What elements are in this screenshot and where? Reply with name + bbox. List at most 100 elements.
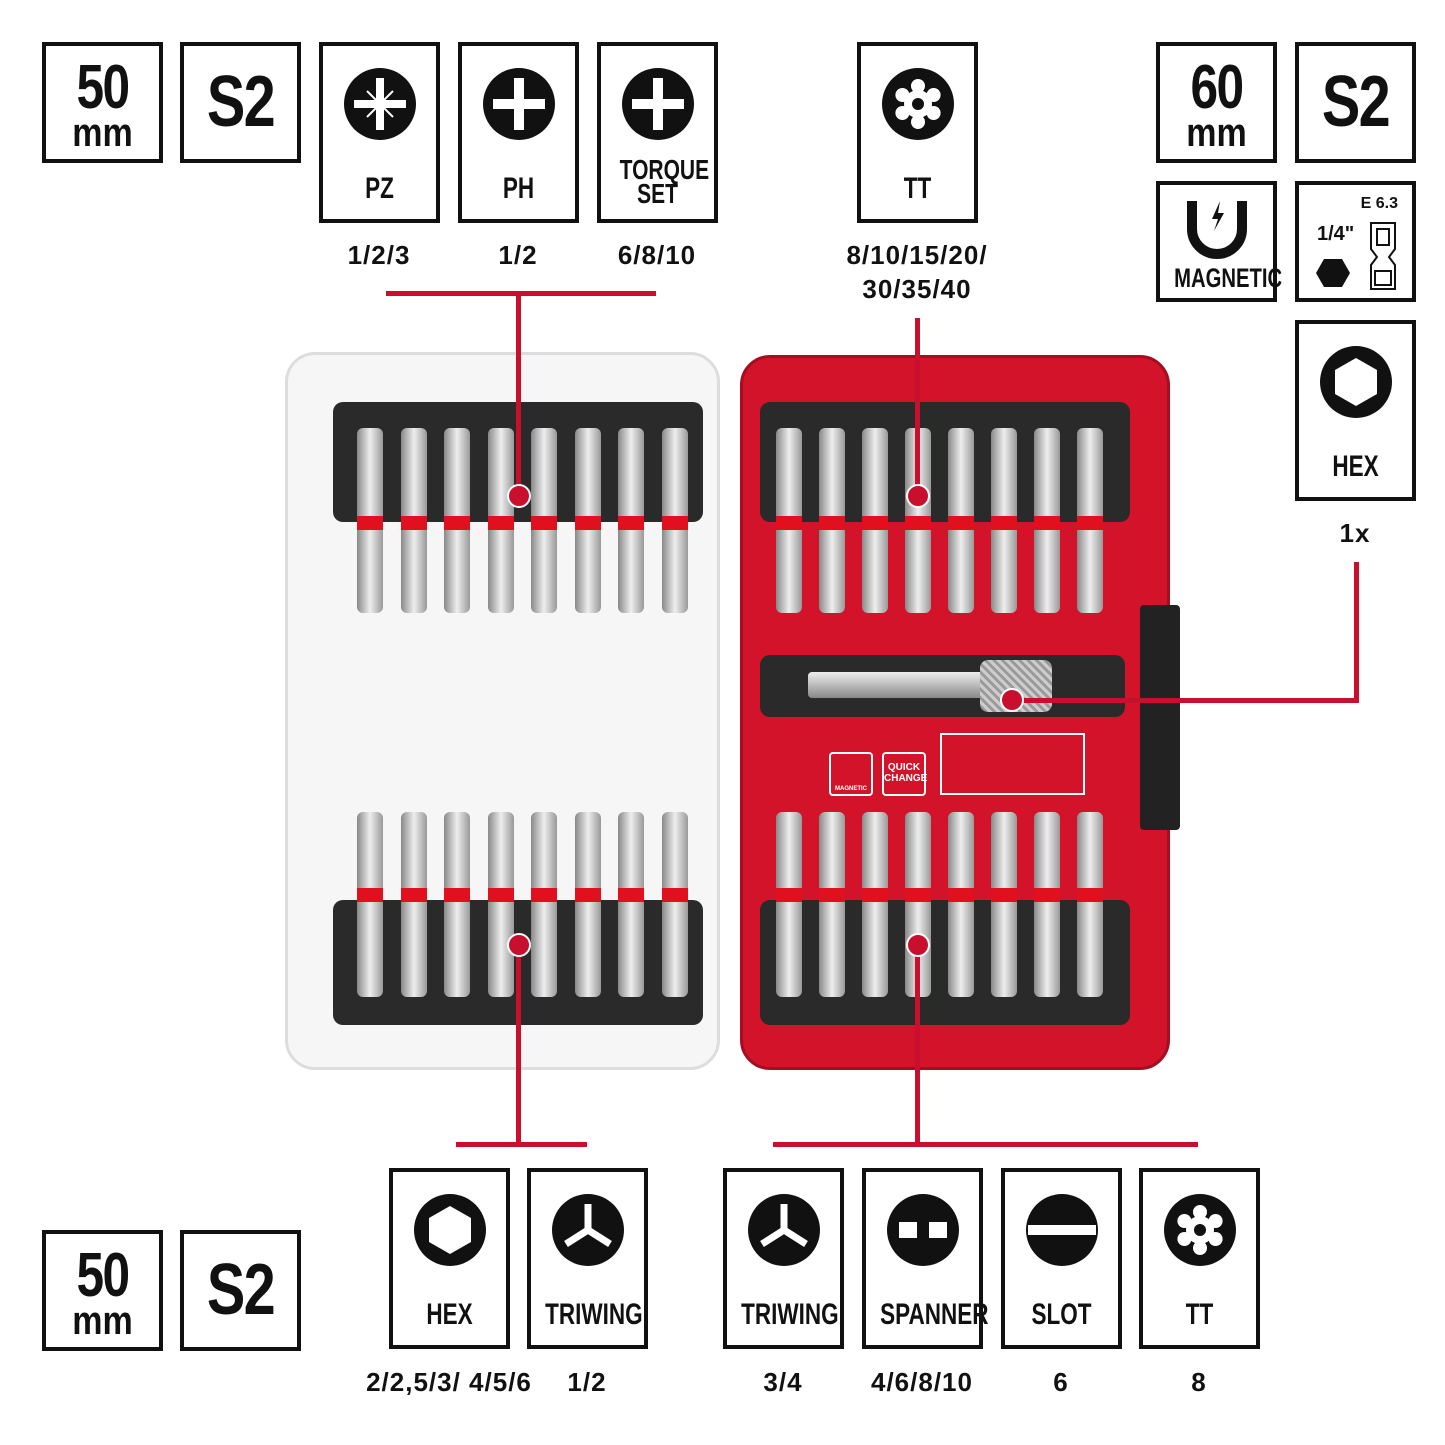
bit bbox=[776, 812, 802, 997]
bit-type-label: TORQUE SET bbox=[619, 154, 710, 209]
torque-set-icon bbox=[621, 68, 694, 140]
bit bbox=[487, 812, 514, 997]
bit-type-label: HEX bbox=[426, 1298, 473, 1331]
bit bbox=[1034, 812, 1060, 997]
bit-red-band bbox=[574, 888, 601, 902]
bit-red-band bbox=[618, 888, 644, 902]
triwing-icon bbox=[551, 1194, 624, 1266]
hex-sizes: 2/2,5/3/ 4/5/6 bbox=[366, 1367, 532, 1397]
length-value: 50 bbox=[76, 53, 131, 122]
bit-red-band bbox=[948, 888, 974, 902]
bit-red-band bbox=[400, 888, 427, 902]
bit-red-band bbox=[1077, 888, 1103, 902]
bit bbox=[531, 812, 557, 997]
length-50mm-badge: 50 mm bbox=[42, 1230, 163, 1351]
leader-line bbox=[516, 945, 521, 1145]
hex-icon bbox=[413, 1194, 486, 1266]
bit bbox=[444, 812, 470, 997]
material: S2 bbox=[206, 62, 276, 142]
bit-type-label: SLOT bbox=[1031, 1298, 1092, 1331]
bit-type-triwing: TRIWING bbox=[527, 1168, 648, 1349]
leader-line bbox=[1354, 562, 1359, 702]
magnet-icon bbox=[1187, 201, 1247, 259]
shank-standard-badge: E 6.3 1/4" bbox=[1295, 181, 1416, 302]
leader-dot bbox=[1000, 688, 1024, 712]
bit-type-slot: SLOT bbox=[1001, 1168, 1122, 1349]
hex-icon bbox=[1319, 346, 1392, 418]
ph-sizes: 1/2 bbox=[498, 240, 538, 270]
tray-bottom-right bbox=[760, 900, 1130, 1025]
bit bbox=[948, 812, 974, 997]
bit-red-band bbox=[905, 888, 931, 902]
length-value: 50 bbox=[76, 1241, 131, 1310]
bit-red-band bbox=[487, 888, 514, 902]
magnetic-label: MAGNETIC bbox=[1174, 263, 1283, 293]
torque-set-sizes: 6/8/10 bbox=[617, 240, 697, 270]
tray-top-right bbox=[760, 402, 1130, 522]
leader-line bbox=[773, 1142, 1198, 1147]
triwing-sizes: 3/4 bbox=[763, 1367, 803, 1397]
material-s2-badge: S2 bbox=[1295, 42, 1416, 163]
bit-red-band bbox=[862, 888, 888, 902]
pz-sizes: 1/2/3 bbox=[347, 240, 411, 270]
bit bbox=[400, 812, 427, 997]
spanner-icon bbox=[886, 1194, 959, 1266]
length-50mm-badge: 50 mm bbox=[42, 42, 163, 163]
bit bbox=[574, 812, 601, 997]
triwing-icon bbox=[747, 1194, 820, 1266]
holder-type-label: HEX bbox=[1332, 450, 1379, 483]
bit-red-band bbox=[991, 888, 1017, 902]
torx-tamper-icon bbox=[1163, 1194, 1236, 1266]
material: S2 bbox=[206, 1250, 276, 1330]
bit-red-band bbox=[948, 516, 974, 530]
shank-size: 1/4" bbox=[1317, 223, 1355, 245]
material-s2-badge: S2 bbox=[180, 42, 301, 163]
leader-line bbox=[915, 945, 920, 1145]
leader-line bbox=[456, 1142, 587, 1147]
case-magnetic-label: MAGNETIC bbox=[829, 752, 873, 796]
bit-type-tt: TT bbox=[857, 42, 978, 223]
phillips-icon bbox=[482, 68, 555, 140]
bit-profile-icon bbox=[1370, 222, 1396, 290]
length-unit: mm bbox=[72, 111, 133, 155]
bit-type-pz: PZ bbox=[319, 42, 440, 223]
magnetic-badge: MAGNETIC bbox=[1156, 181, 1283, 302]
leader-dot bbox=[507, 933, 531, 957]
leader-dot bbox=[906, 484, 930, 508]
bit bbox=[1077, 812, 1103, 997]
spanner-sizes: 4/6/8/10 bbox=[871, 1367, 973, 1397]
bit-red-band bbox=[819, 888, 845, 902]
bit-red-band bbox=[1034, 516, 1060, 530]
hex-shank-icon bbox=[1316, 259, 1350, 287]
case-instruction-diagram bbox=[940, 733, 1085, 795]
bit bbox=[819, 812, 845, 997]
triwing-sizes: 1/2 bbox=[567, 1367, 607, 1397]
case-latch[interactable] bbox=[1140, 605, 1180, 830]
leader-dot bbox=[906, 933, 930, 957]
bit-type-spanner: SPANNER bbox=[862, 1168, 989, 1349]
material-s2-badge: S2 bbox=[180, 1230, 301, 1351]
bit-type-tt: TT bbox=[1139, 1168, 1260, 1349]
bit-red-band bbox=[444, 516, 470, 530]
leader-line bbox=[915, 318, 920, 496]
shank-standard: E 6.3 bbox=[1360, 195, 1398, 212]
bit-type-torque-set: TORQUE SET bbox=[597, 42, 718, 223]
bit-type-triwing: TRIWING bbox=[723, 1168, 844, 1349]
slot-icon bbox=[1025, 1194, 1098, 1266]
bit-red-band bbox=[400, 516, 427, 530]
bit-type-label: TT bbox=[1185, 1298, 1214, 1331]
bit bbox=[991, 812, 1017, 997]
pozidriv-icon bbox=[343, 68, 416, 140]
bit bbox=[661, 812, 688, 997]
bit-type-label: TRIWING bbox=[741, 1298, 839, 1331]
hex-holder-badge: HEX bbox=[1295, 320, 1416, 501]
length-unit: mm bbox=[72, 1299, 133, 1343]
bit-red-band bbox=[574, 516, 601, 530]
bit-type-label: SPANNER bbox=[880, 1298, 989, 1331]
bit bbox=[618, 812, 644, 997]
bit-red-band bbox=[776, 516, 802, 530]
torx-tamper-icon bbox=[881, 68, 954, 140]
bit-red-band bbox=[618, 516, 644, 530]
bit-red-band bbox=[531, 888, 557, 902]
length-unit: mm bbox=[1186, 111, 1247, 155]
